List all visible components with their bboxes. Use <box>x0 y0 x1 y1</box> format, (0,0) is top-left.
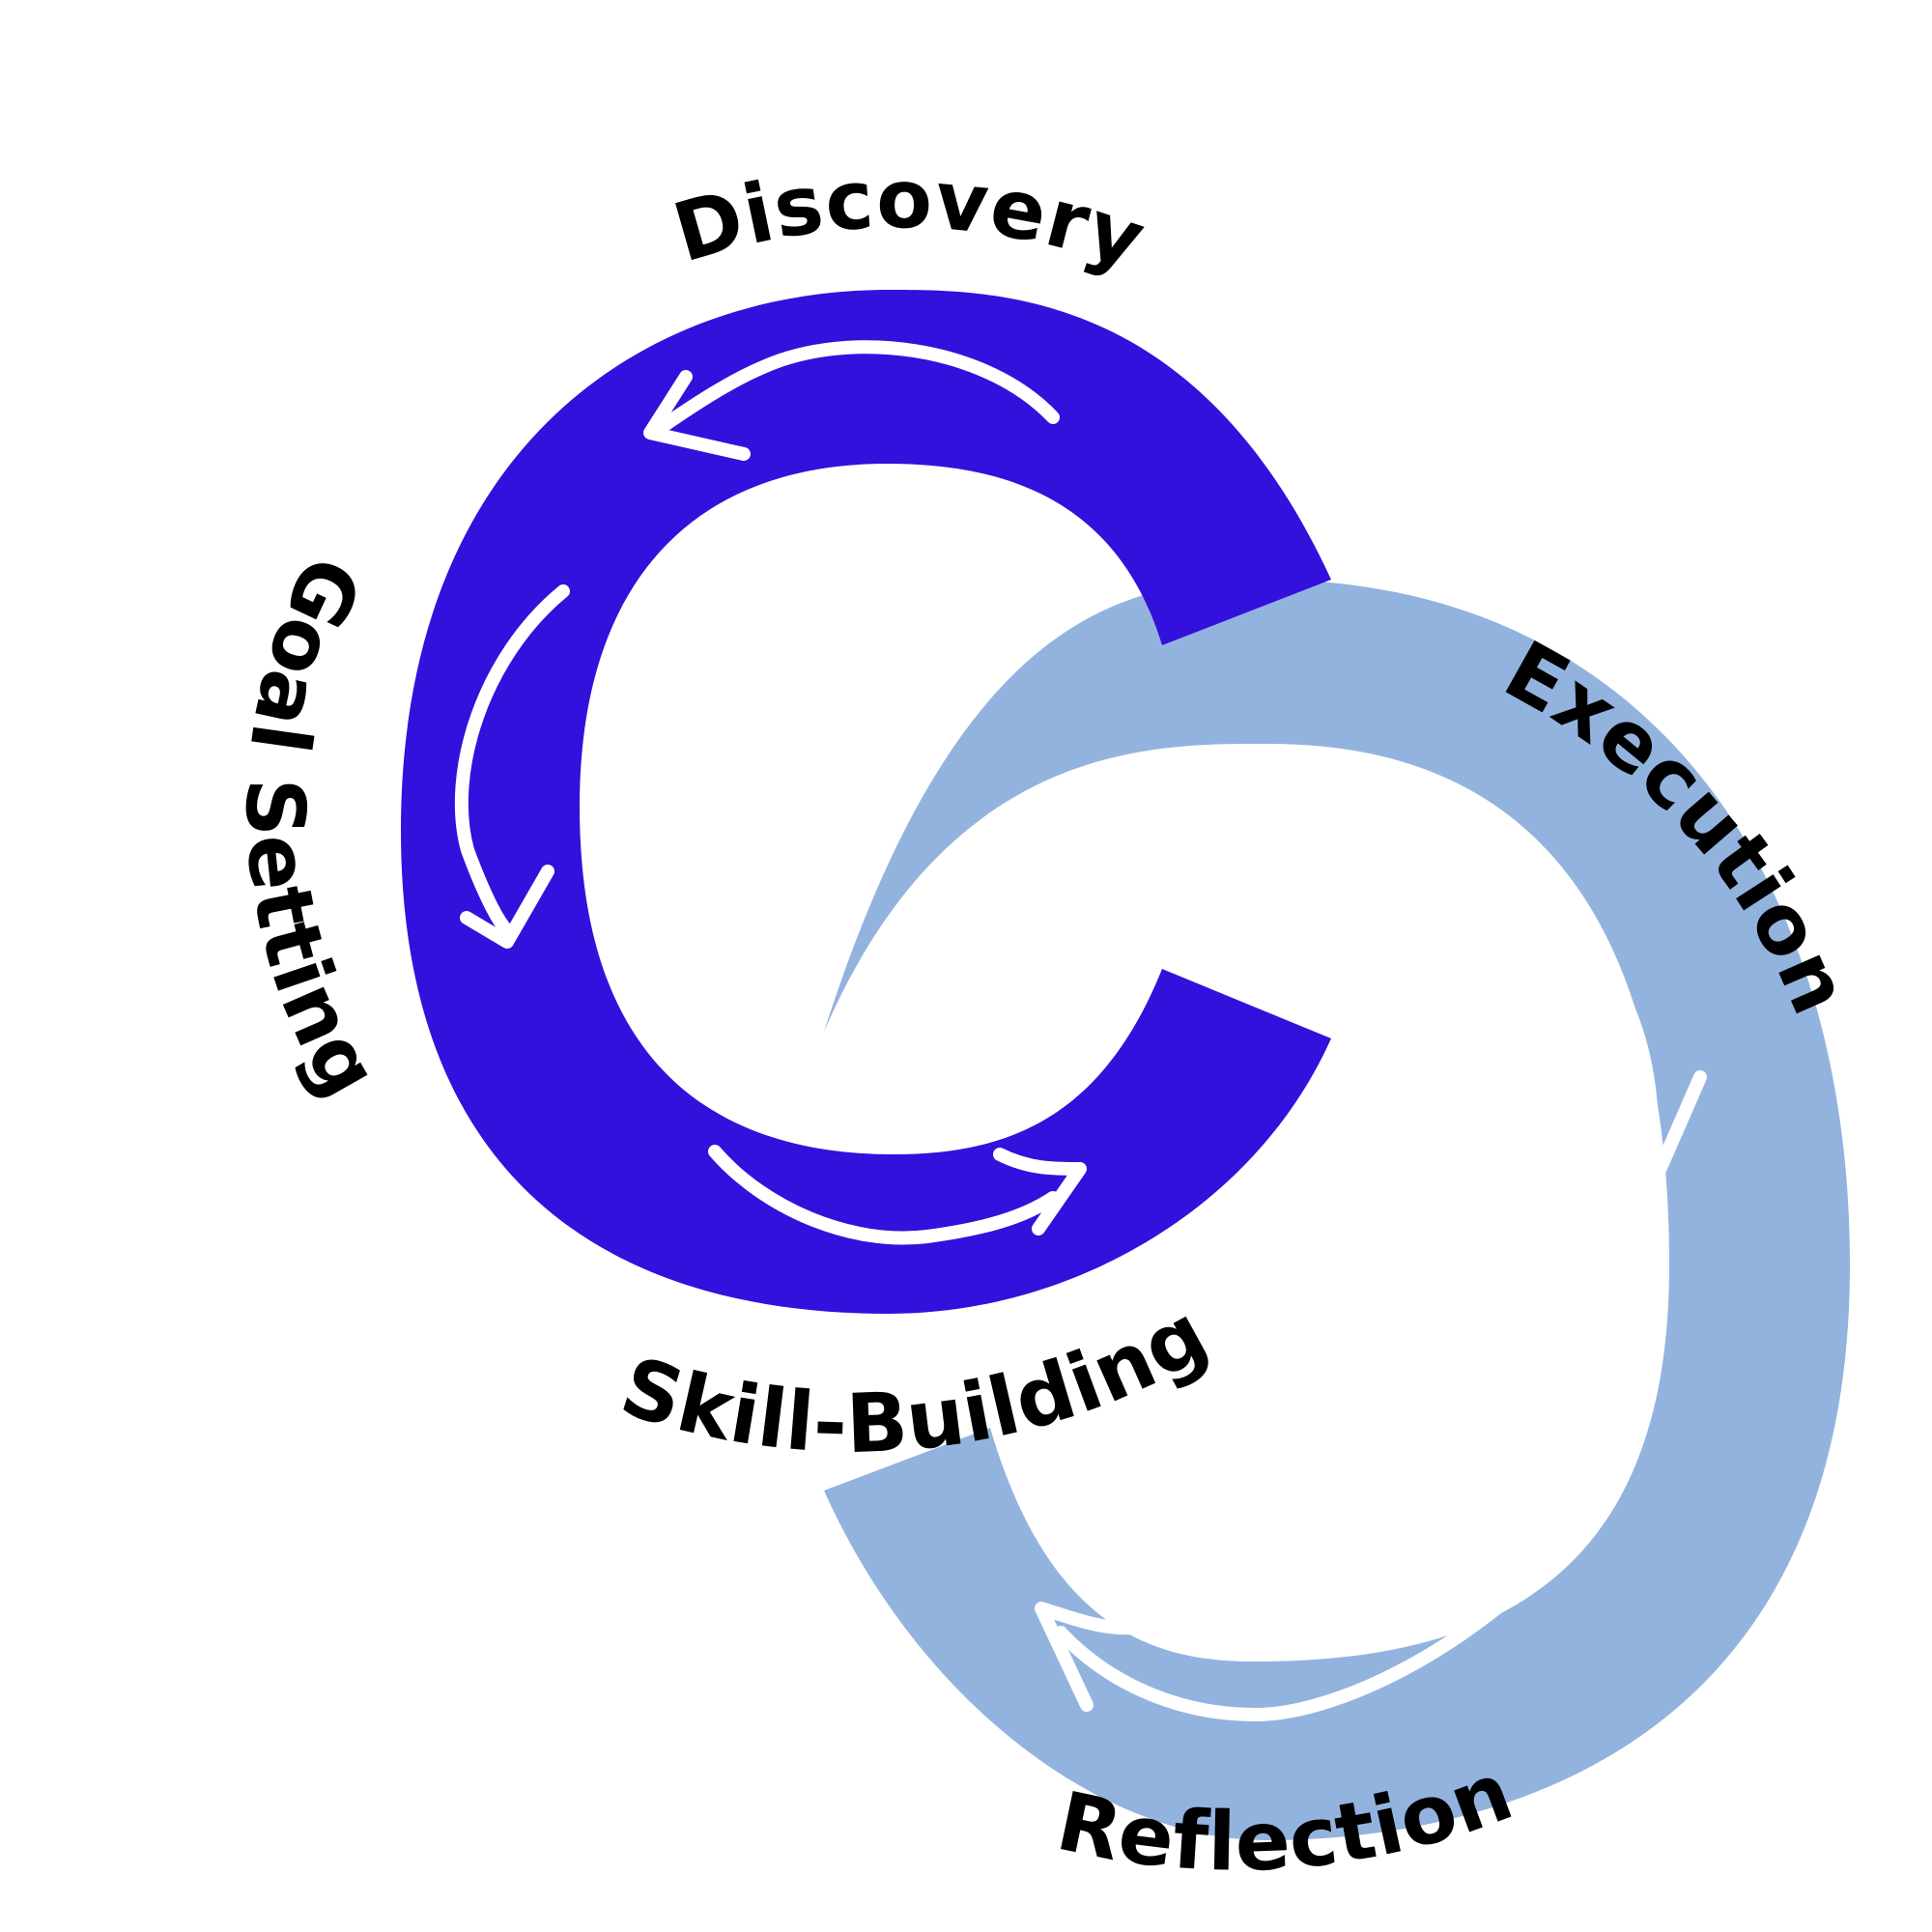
lower-loop-band <box>824 580 1850 1840</box>
arrowhead-right <box>1599 1070 1707 1190</box>
arrow-top-leftward <box>658 340 1060 432</box>
label-goal-setting: Goal Setting <box>228 543 399 1114</box>
label-discovery: Discovery <box>664 152 1156 288</box>
arrow-right-downward <box>1291 820 1660 1166</box>
label-skill-building: Skill-Building <box>611 1286 1223 1472</box>
arrowhead-bottom <box>993 1148 1087 1236</box>
arrowhead-left <box>460 865 554 949</box>
upper-loop-arrows <box>454 340 1087 1245</box>
arrow-bottom-leftward <box>1054 1563 1548 1721</box>
arrow-left-downward <box>454 584 570 934</box>
arrow-bottom-rightward <box>708 1145 1060 1245</box>
upper-loop-band <box>401 290 1331 1314</box>
arrowhead-top <box>643 370 751 461</box>
arrowhead-bottom-right-loop <box>1035 1602 1139 1712</box>
lower-loop-arrows <box>1035 820 1707 1721</box>
